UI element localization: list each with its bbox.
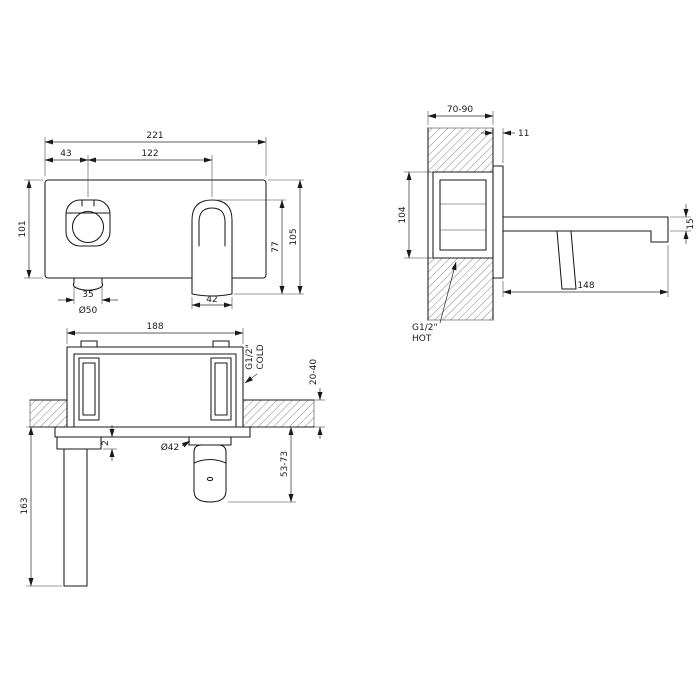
dim-spout-width: 42 <box>206 295 217 305</box>
hot-leader-line <box>439 261 457 324</box>
dim-handle-projection-range: 53-73 <box>280 451 290 477</box>
dim-spout-drop: 163 <box>20 497 30 514</box>
cold-leader-line <box>244 373 258 384</box>
dim-front-total-width: 221 <box>146 131 163 141</box>
label-hot-thread: G1/2" <box>412 323 438 333</box>
wall-hatch-right <box>242 399 315 428</box>
wall-plate <box>44 179 267 279</box>
wall-hatch-left <box>29 399 68 428</box>
wall-hatch-top <box>427 127 494 173</box>
dim-spout-tip-height: 15 <box>686 218 696 229</box>
spout-install <box>56 436 102 587</box>
dim-plate-gap: 2 <box>101 440 111 446</box>
dim-spout-offset: 122 <box>141 149 158 159</box>
dim-spout-height: 77 <box>271 241 281 252</box>
handle-front <box>65 199 111 291</box>
front-dims: 221 43 122 101 77 105 35 Ø50 42 <box>18 131 304 316</box>
side-view <box>427 127 669 321</box>
handle-lever-side <box>556 230 577 290</box>
dim-handle-offset: 43 <box>60 149 71 159</box>
trim-plate-side <box>492 165 504 279</box>
rough-in-box <box>66 340 244 428</box>
install-dims: 188 G1/2" COLD 20-40 2 Ø42 53-73 163 <box>20 322 325 587</box>
dim-handle-diameter: Ø50 <box>79 305 98 316</box>
install-view <box>29 340 315 587</box>
dim-handle-escutcheon-diameter: Ø42 <box>161 442 180 453</box>
label-cold-thread: G1/2" <box>245 344 255 370</box>
dim-plate-height: 101 <box>18 220 28 237</box>
dim-spout-reach: 148 <box>577 281 594 291</box>
spout-side <box>502 216 669 243</box>
front-view <box>44 179 267 297</box>
dim-wall-depth-range: 70-90 <box>447 105 473 115</box>
dim-total-height: 105 <box>289 228 299 245</box>
dim-wall-thickness-range: 20-40 <box>309 359 319 385</box>
trim-plate-install <box>54 426 251 438</box>
wall-hatch-bottom <box>427 257 494 321</box>
handle-install <box>188 436 232 503</box>
dim-trim-thickness: 11 <box>518 129 529 139</box>
dim-body-height: 104 <box>398 206 408 223</box>
side-dims: 70-90 11 104 15 148 G1/2" HOT <box>398 105 696 344</box>
dim-handle-stem-width: 35 <box>82 290 93 300</box>
dim-body-width: 188 <box>146 322 163 332</box>
label-cold: COLD <box>256 344 266 369</box>
valve-body <box>432 171 494 259</box>
escutcheon-leader-line <box>181 440 191 448</box>
label-hot: HOT <box>412 334 432 344</box>
spout-front <box>191 199 233 297</box>
